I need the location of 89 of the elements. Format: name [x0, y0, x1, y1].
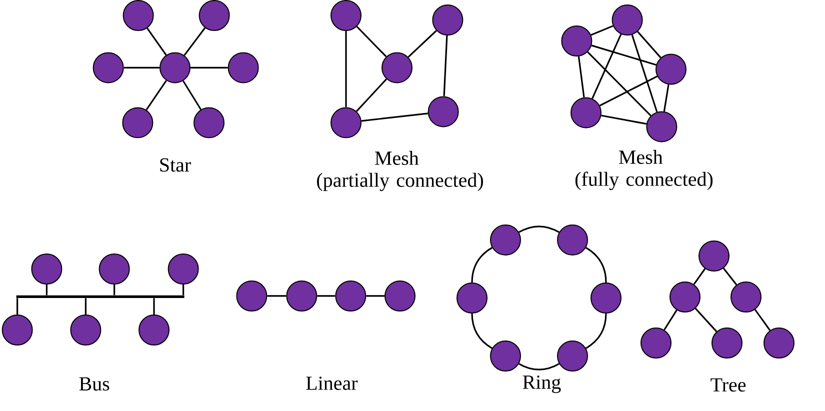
- link-line: [366, 295, 384, 297]
- link-line: [471, 313, 492, 349]
- network-node: [194, 107, 224, 138]
- network-node: [490, 224, 521, 256]
- network-node: [2, 314, 33, 346]
- link-line: [184, 27, 206, 56]
- link-line: [693, 268, 706, 285]
- link-line: [518, 363, 560, 370]
- network-node: [330, 0, 362, 31]
- network-node: [168, 253, 199, 284]
- link-line: [267, 295, 286, 297]
- topology-caption: Mesh (fully connected): [575, 150, 713, 190]
- link-line: [754, 309, 771, 331]
- network-node: [570, 97, 602, 128]
- link-line: [722, 268, 738, 286]
- network-node: [456, 282, 488, 314]
- link-line: [345, 31, 347, 108]
- link-line: [592, 34, 622, 99]
- link-line: [361, 112, 428, 122]
- link-line: [408, 30, 437, 58]
- bus-line: [16, 295, 184, 298]
- network-node: [490, 340, 521, 372]
- topology-caption: Tree: [710, 378, 746, 392]
- network-node: [138, 314, 170, 346]
- network-node: [561, 26, 592, 56]
- network-node: [236, 280, 268, 312]
- network-node: [698, 240, 730, 272]
- link-line: [182, 284, 184, 296]
- link-line: [443, 35, 448, 96]
- link-line: [578, 56, 585, 98]
- network-node: [122, 0, 154, 31]
- link-line: [356, 78, 388, 112]
- network-node: [640, 327, 672, 358]
- network-node: [730, 281, 762, 312]
- network-node: [160, 52, 190, 84]
- network-node: [335, 280, 366, 312]
- link-line: [599, 76, 658, 106]
- network-node: [764, 327, 794, 358]
- link-line: [46, 284, 48, 296]
- network-node: [557, 340, 588, 372]
- network-node: [428, 96, 459, 128]
- topology-caption: Linear: [306, 376, 358, 390]
- link-line: [471, 247, 492, 283]
- link-line: [518, 226, 560, 233]
- link-line: [317, 295, 336, 297]
- network-node: [557, 224, 588, 256]
- network-node: [590, 282, 622, 314]
- network-node: [286, 280, 318, 312]
- network-node: [656, 54, 686, 85]
- network-node: [712, 327, 742, 358]
- link-line: [694, 308, 718, 332]
- link-line: [153, 298, 155, 314]
- network-node: [228, 52, 259, 84]
- link-line: [664, 310, 678, 330]
- link-line: [636, 31, 662, 58]
- network-node: [92, 52, 124, 84]
- network-node: [70, 314, 102, 346]
- link-line: [587, 51, 652, 116]
- link-line: [16, 298, 18, 314]
- topology-caption: Mesh (partially connected): [317, 150, 483, 192]
- network-node: [646, 111, 678, 142]
- link-line: [84, 298, 86, 314]
- link-line: [663, 84, 670, 112]
- network-node: [198, 0, 230, 31]
- network-node: [330, 107, 362, 138]
- link-line: [356, 26, 387, 58]
- network-node: [432, 4, 464, 36]
- network-node: [384, 280, 416, 312]
- link-line: [182, 80, 202, 110]
- network-node: [612, 4, 643, 36]
- link-line: [146, 80, 167, 110]
- topology-caption: Bus: [79, 377, 110, 391]
- network-node: [382, 52, 412, 84]
- topology-caption: Star: [160, 158, 191, 172]
- network-node: [98, 253, 130, 284]
- network-node: [31, 253, 62, 284]
- network-node: [122, 107, 154, 138]
- link-line: [631, 34, 658, 112]
- link-line: [124, 66, 160, 68]
- link-line: [591, 44, 656, 66]
- link-line: [586, 313, 607, 349]
- link-line: [601, 114, 647, 125]
- link-line: [586, 247, 607, 283]
- link-line: [590, 25, 614, 36]
- link-line: [114, 284, 116, 296]
- network-node: [670, 281, 700, 312]
- topology-caption: Ring: [522, 376, 561, 394]
- link-line: [146, 28, 167, 56]
- link-line: [190, 66, 228, 68]
